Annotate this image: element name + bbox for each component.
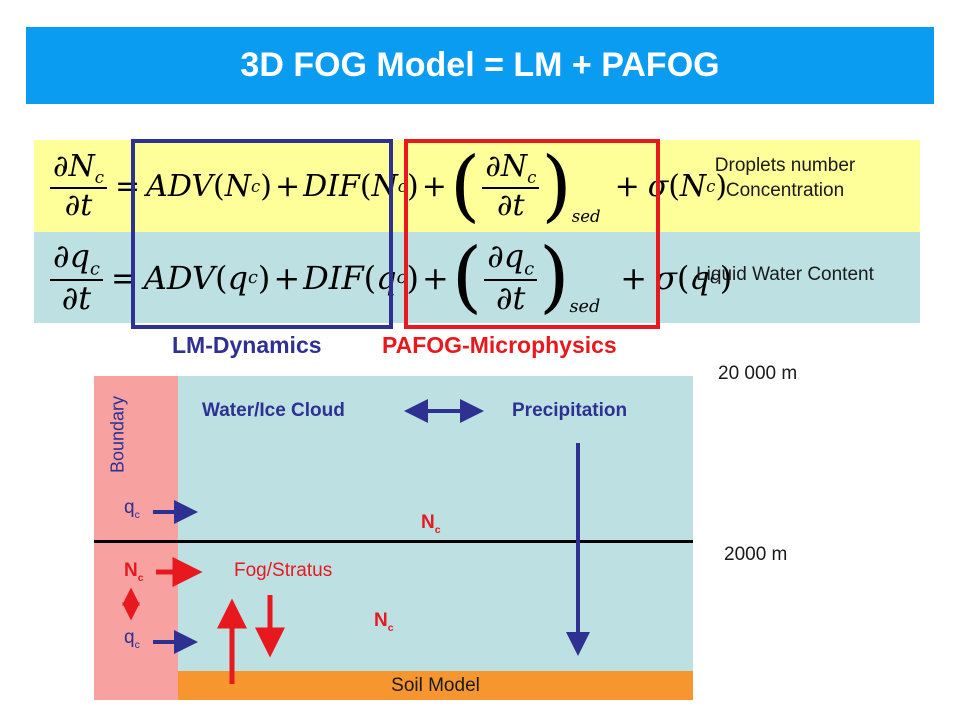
nc-symbol-fog: Nc <box>374 610 394 634</box>
height-mid-label: 2000 m <box>724 544 788 565</box>
height-top-label: 20 000 m <box>718 363 798 384</box>
precipitation-label: Precipitation <box>512 400 628 421</box>
equation-row-qc <box>34 232 920 323</box>
soil-zone: Soil Model <box>178 671 693 700</box>
nc-symbol-cloud: Nc <box>421 512 441 536</box>
dynamics-box <box>131 139 393 329</box>
page-title: 3D FOG Model = LM + PAFOG <box>240 46 720 84</box>
atmosphere-zone <box>178 376 693 671</box>
equation-row-nc <box>34 140 920 232</box>
nc-symbol-boundary: Nc <box>124 560 144 584</box>
boundary-label: Boundary <box>107 395 128 474</box>
fog-top-line <box>94 540 693 543</box>
label-droplets-number: Droplets number Concentration <box>714 155 856 201</box>
fog-stratus-label: Fog/Stratus <box>234 560 333 581</box>
dynamics-label: LM-Dynamics <box>172 332 322 358</box>
lhs-fraction-qc: ∂qc ∂t <box>50 238 103 317</box>
boundary-zone <box>94 376 178 700</box>
soil-model-label: Soil Model <box>391 674 480 696</box>
lhs-fraction-nc: ∂Nc ∂t <box>50 150 108 222</box>
microphysics-box <box>404 139 660 329</box>
microphysics-label: PAFOG-Microphysics <box>382 332 617 358</box>
title-bar: 3D FOG Model = LM + PAFOG <box>26 27 934 104</box>
qc-symbol-upper: qc <box>124 497 140 521</box>
label-liquid-water-content: Liquid Water Content <box>696 264 874 285</box>
qc-symbol-lower: qc <box>124 627 140 651</box>
water-ice-cloud-label: Water/Ice Cloud <box>202 400 345 421</box>
